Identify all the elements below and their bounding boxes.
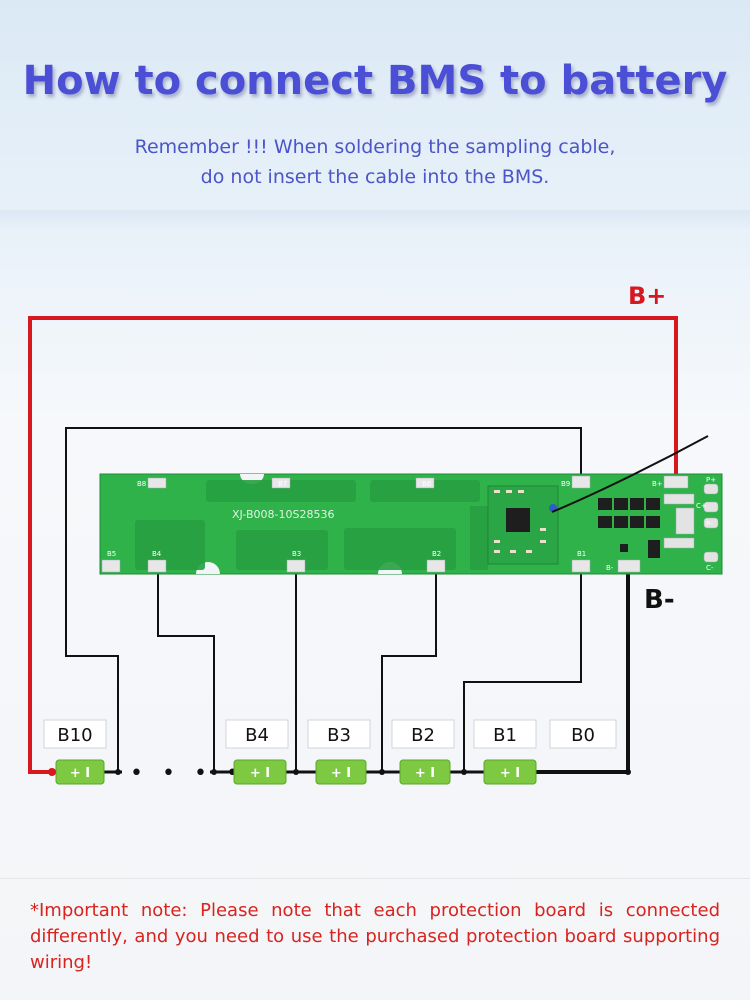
subtitle-line-1: Remember !!! When soldering the sampling… — [134, 136, 616, 158]
cell-label-b3: B3 — [327, 725, 351, 746]
important-note: *Important note: Please note that each p… — [30, 900, 720, 973]
sampling-wires — [65, 427, 582, 772]
cell-label-b1: B1 — [493, 725, 517, 746]
page-title: How to connect BMS to battery — [22, 58, 728, 104]
header-band — [0, 210, 750, 230]
pad-label-b9: B9 — [561, 480, 570, 488]
battery-cells: + I + I + I + I + I — [55, 759, 537, 785]
board-model-label: XJ-B008-10S28536 — [232, 508, 334, 521]
pad-label-b7: B7 — [278, 480, 287, 488]
pad-label-b2: B2 — [432, 550, 441, 558]
pad-label-b5: B5 — [107, 550, 116, 558]
pad-label-b8: B8 — [137, 480, 146, 488]
wire-b4 — [157, 568, 215, 772]
battery-cell-b10: + I — [55, 759, 105, 785]
solder-joints — [115, 769, 631, 775]
battery-cell-b3: + I — [315, 759, 367, 785]
note-separator — [0, 878, 750, 879]
wire-b10 — [65, 427, 582, 772]
cell-symbol: + I — [250, 766, 270, 781]
ntc-wire — [551, 435, 709, 513]
pad-label-bplus: B+ — [652, 480, 663, 488]
b-plus-label: B+ — [628, 282, 666, 310]
pad-label-b4: B4 — [152, 550, 162, 558]
cell-symbol: + I — [500, 766, 520, 781]
wire-b2 — [381, 568, 437, 772]
pad-label-b6: B6 — [422, 480, 432, 488]
battery-cell-b4: + I — [233, 759, 287, 785]
pad-label-cminus: C- — [706, 564, 714, 572]
cell-symbol: + I — [70, 766, 90, 781]
cells-ellipsis: • • • • — [130, 761, 245, 786]
bms-board: B8 B7 B6 B9 B+ B5 B4 B3 B2 B1 B- P+ C+ P… — [99, 473, 723, 575]
b-minus-label: B- — [644, 585, 675, 615]
cell-symbol: + I — [331, 766, 351, 781]
positive-wire — [28, 316, 678, 774]
cell-label-b10: B10 — [57, 725, 92, 746]
pad-label-bminus: B- — [606, 564, 614, 572]
battery-cell-b2: + I — [399, 759, 451, 785]
pad-label-b3: B3 — [292, 550, 301, 558]
cell-symbol: + I — [415, 766, 435, 781]
battery-cell-b1: + I — [483, 759, 537, 785]
pad-label-cplus: C+ — [696, 502, 707, 510]
pad-label-pminus: P- — [706, 520, 713, 528]
wire-b1 — [463, 568, 582, 772]
pad-label-b1: B1 — [577, 550, 586, 558]
subtitle-line-2: do not insert the cable into the BMS. — [200, 166, 550, 188]
cell-label-b4: B4 — [245, 725, 269, 746]
pad-label-pplus: P+ — [706, 476, 716, 484]
cell-label-b2: B2 — [411, 725, 435, 746]
cell-label-b0: B0 — [571, 725, 595, 746]
